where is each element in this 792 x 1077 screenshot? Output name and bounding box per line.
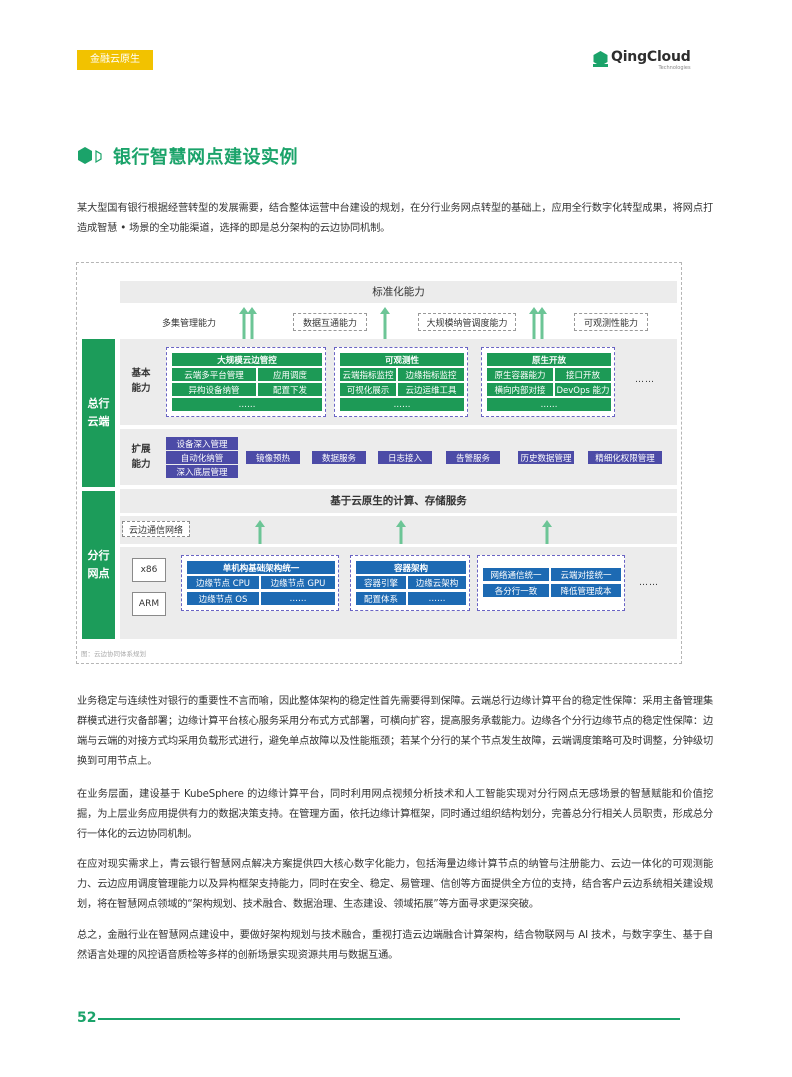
group-cell: 降低管理成本 [551,584,621,597]
ext-item: 日志接入 [378,451,432,464]
group-unified-infra: 单机构基础架构统一 边缘节点 CPU 边缘节点 GPU 边缘节点 OS …… [181,555,339,611]
ext-stack-item: 深入底层管理 [166,465,238,478]
group-head: 可观测性 [340,353,464,366]
ext-stack-item: 自动化纳管 [166,451,238,464]
category-tag: 金融云原生 [77,50,153,70]
group-cell: 配置下发 [258,383,322,396]
paragraph-stability: 业务稳定与连续性对银行的重要性不言而喻，因此整体架构的稳定性首先需要得到保障。云… [77,696,713,767]
extended-capability-label: 扩展 能力 [131,444,151,470]
group-cell: 边缘指标监控 [398,368,464,381]
network-label: 云边通信网络 [122,521,190,537]
intro-paragraph: 某大型国有银行根据经营转型的发展需要，结合整体运营中台建设的规划，在分行业务网点… [77,203,713,234]
ext-item: 历史数据管理 [518,451,574,464]
group-cell: 各分行一致 [483,584,549,597]
up-arrow-icon [247,307,257,345]
section-heading: 银行智慧网点建设实例 [77,143,298,169]
group-cell: 容器引擎 [356,576,406,589]
cap-large-scale-scheduling: 大规模纳管调度能力 [418,313,516,331]
group-cell: …… [408,592,466,605]
group-cell: 云端指标监控 [340,368,396,381]
arch-arm: ARM [132,592,166,616]
group-large-scale-control: 大规模云边管控 云端多平台管理 应用调度 异构设备纳管 配置下发 …… [166,347,326,417]
section-title: 银行智慧网点建设实例 [113,147,298,168]
group-cell: 横向内部对接 [487,383,553,396]
up-arrow-icon [529,307,539,345]
group-head: 单机构基础架构统一 [187,561,335,574]
cap-multi-cluster: 多集管理能力 [161,318,216,329]
paragraph-capabilities: 在应对现实需求上，青云银行智慧网点解决方案提供四大核心数字化能力，包括海量边缘计… [77,859,713,910]
page-number: 52 [77,1010,97,1026]
footer-rule [98,1018,680,1020]
group-cell: 云端多平台管理 [172,368,256,381]
group-cell: 配置体系 [356,592,406,605]
group-more: …… [172,398,322,411]
group-head: 原生开放 [487,353,611,366]
architecture-diagram: 总行 云端 分行 网点 标准化能力 多集管理能力 数据互通能力 大规模纳管调度能… [76,262,682,664]
ext-item: 镜像预热 [246,451,300,464]
standardization-band: 标准化能力 [120,281,677,303]
group-cell: 网络通信统一 [483,568,549,581]
group-cell: 边缘云架构 [408,576,466,589]
figure-caption: 图：云边协同体系规划 [81,650,146,658]
basic-capability-label: 基本 能力 [131,368,151,394]
group-container-arch: 容器架构 容器引擎 边缘云架构 配置体系 …… [350,555,470,611]
ext-item: 精细化权限管理 [588,451,662,464]
logo-name: QingCloud [611,49,691,65]
group-more: …… [487,398,611,411]
up-arrow-icon [239,307,249,345]
ext-item: 数据服务 [312,451,366,464]
up-arrow-icon [255,520,265,544]
group-cell: 边缘节点 GPU [261,576,335,589]
basic-more: …… [635,375,655,385]
group-cell: …… [261,592,335,605]
up-arrow-icon [542,520,552,544]
up-arrow-icon [380,307,390,345]
group-cell: 异构设备纳管 [172,383,256,396]
group-cell: DevOps 能力 [555,383,611,396]
group-cell: 原生容器能力 [487,368,553,381]
qingcloud-logo: QingCloud Technologies [593,49,691,71]
cap-observability: 可观测性能力 [574,313,648,331]
group-unified-network: 网络通信统一 云端对接统一 各分行一致 降低管理成本 [477,555,625,611]
group-cell: 可视化展示 [340,383,396,396]
cap-data-interop: 数据互通能力 [293,313,367,331]
branch-more: …… [639,578,659,588]
hexagon-bullet-icon [78,147,102,164]
branch-side-label: 分行 网点 [82,491,115,639]
group-cell: 云边运维工具 [398,383,464,396]
compute-storage-band: 基于云原生的计算、存储服务 [120,489,677,513]
qingcloud-logo-icon [593,51,608,67]
up-arrow-icon [537,307,547,345]
group-more: …… [340,398,464,411]
group-cell: 边缘节点 OS [187,592,259,605]
ext-stack-item: 设备深入管理 [166,437,238,450]
paragraph-summary: 总之，金融行业在智慧网点建设中，要做好架构规划与技术融合，重视打造云边端融合计算… [77,930,713,961]
network-band [120,516,677,544]
group-observability: 可观测性 云端指标监控 边缘指标监控 可视化展示 云边运维工具 …… [334,347,468,417]
cloud-side-label: 总行 云端 [82,339,115,487]
paragraph-business: 在业务层面，建设基于 KubeSphere 的边缘计算平台，同时利用网点视频分析… [77,789,713,840]
group-head: 大规模云边管控 [172,353,322,366]
group-head: 容器架构 [356,561,466,574]
group-native-open: 原生开放 原生容器能力 接口开放 横向内部对接 DevOps 能力 …… [481,347,615,417]
arch-x86: x86 [132,558,166,582]
group-cell: 云端对接统一 [551,568,621,581]
group-cell: 边缘节点 CPU [187,576,259,589]
logo-subtitle: Technologies [658,65,691,71]
up-arrow-icon [396,520,406,544]
group-cell: 应用调度 [258,368,322,381]
group-cell: 接口开放 [555,368,611,381]
ext-item: 告警服务 [446,451,500,464]
